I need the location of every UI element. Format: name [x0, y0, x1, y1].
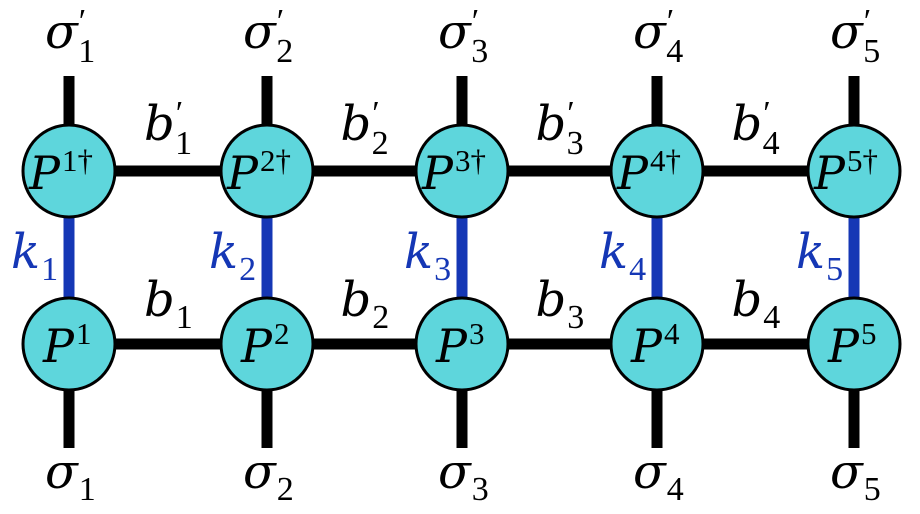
bottom-node-label-1: P1: [42, 316, 91, 373]
top-leg-label-5: σ′5: [830, 3, 880, 70]
top-bond-label-1: b′1: [144, 95, 192, 162]
k-bond-label-5: k5: [796, 224, 843, 288]
top-bond-label-3: b′3: [536, 95, 584, 162]
k-bond-label-4: k4: [599, 224, 646, 288]
top-leg-label-4: σ′4: [633, 3, 683, 70]
top-node-label-4: P4†: [616, 143, 681, 200]
top-leg-label-1: σ′1: [45, 3, 95, 70]
bottom-leg-label-3: σ3: [438, 444, 489, 508]
top-node-label-2: P2†: [226, 143, 291, 200]
bottom-node-4: [609, 296, 705, 392]
top-node-label-1: P1†: [28, 143, 93, 200]
bottom-node-label-3: P3: [435, 316, 484, 373]
bottom-node-3: [414, 296, 510, 392]
bottom-node-2: [219, 296, 315, 392]
k-bond-label-3: k3: [404, 224, 451, 288]
top-node-5: [806, 123, 902, 219]
bottom-bond-label-3: b3: [536, 272, 585, 336]
top-node-3: [414, 123, 510, 219]
top-node-label-3: P3†: [421, 143, 486, 200]
top-node-2: [219, 123, 315, 219]
bottom-bond-label-2: b2: [341, 272, 390, 336]
top-node-label-5: P5†: [813, 143, 878, 200]
k-bond-label-1: k1: [11, 224, 58, 288]
bottom-node-1: [21, 296, 117, 392]
bottom-node-label-2: P2: [240, 316, 289, 373]
top-leg-label-2: σ′2: [243, 3, 293, 70]
bottom-leg-label-2: σ2: [243, 444, 294, 508]
bottom-leg-label-4: σ4: [633, 444, 684, 508]
top-leg-label-3: σ′3: [438, 3, 488, 70]
bottom-leg-label-1: σ1: [45, 444, 96, 508]
bottom-node-label-5: P5: [827, 316, 876, 373]
top-bond-label-2: b′2: [341, 95, 389, 162]
bottom-bond-label-4: b4: [732, 272, 781, 336]
bottom-node-label-4: P4: [630, 316, 680, 373]
bottom-node-5: [806, 296, 902, 392]
top-node-4: [609, 123, 705, 219]
top-bond-label-4: b′4: [732, 95, 780, 162]
bottom-bond-label-1: b1: [144, 272, 193, 336]
top-node-1: [21, 123, 117, 219]
bottom-leg-label-5: σ5: [830, 444, 881, 508]
k-bond-label-2: k2: [209, 224, 256, 288]
